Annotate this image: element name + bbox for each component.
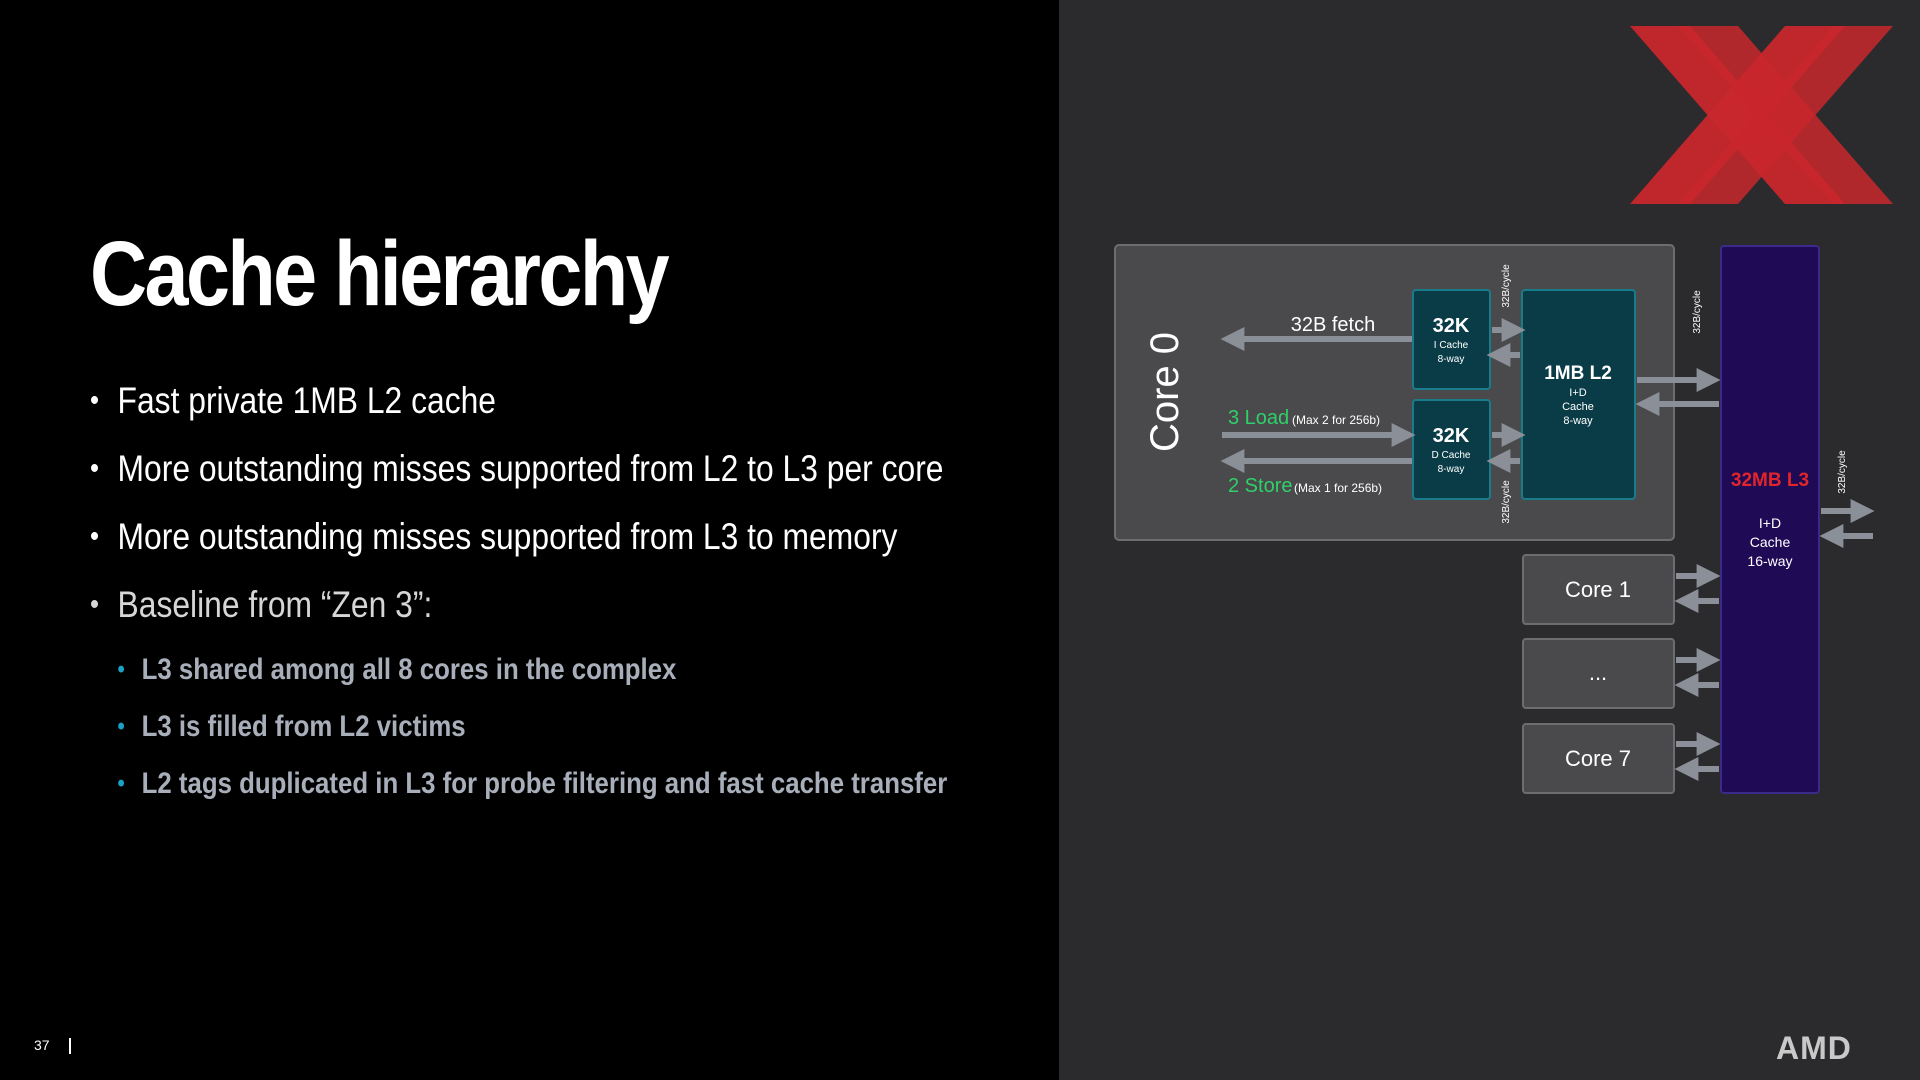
bullet-item: • More outstanding misses supported from … — [90, 514, 1036, 582]
l2-box — [1521, 289, 1636, 500]
bullet-dot: • — [90, 588, 100, 621]
sub-bullet-text: L2 tags duplicated in L3 for probe filte… — [141, 767, 948, 800]
l2-line2: Cache — [1562, 401, 1594, 413]
bullet-item: • More outstanding misses supported from … — [90, 446, 1036, 514]
slide-title: Cache hierarchy — [90, 223, 670, 325]
page-number: 37 — [34, 1037, 50, 1053]
bullet-text: Baseline from “Zen 3”: — [117, 584, 433, 625]
amd-logo: AMD — [1776, 1030, 1852, 1066]
bullet-text: More outstanding misses supported from L… — [117, 448, 944, 489]
load-label: 3 Load — [1228, 407, 1289, 429]
dcache-line1: D Cache — [1432, 450, 1471, 461]
bullet-text: More outstanding misses supported from L… — [117, 516, 898, 557]
bandwidth-label-l2-l3: 32B/cycle — [1692, 290, 1703, 334]
sub-bullet-item: • L3 is filled from L2 victims — [90, 707, 1036, 764]
sub-bullet-dot: • — [117, 656, 125, 683]
load-note: (Max 2 for 256b) — [1292, 413, 1380, 427]
dcache-line2: 8-way — [1438, 464, 1465, 475]
l3-line2: Cache — [1750, 534, 1791, 550]
core1-label: Core 1 — [1565, 577, 1631, 602]
core7-box — [1522, 723, 1675, 794]
core1-box — [1522, 554, 1675, 625]
l2-line3: 8-way — [1563, 415, 1593, 427]
bandwidth-label-top: 32B/cycle — [1501, 264, 1512, 308]
sub-bullet-item: • L2 tags duplicated in L3 for probe filt… — [90, 764, 1036, 821]
bullet-item: • Fast private 1MB L2 cache — [90, 378, 1036, 446]
sub-bullet-dot: • — [117, 713, 125, 740]
core0-label: Core 0 — [1143, 332, 1187, 452]
left-panel — [0, 0, 1059, 1080]
page-divider — [69, 1038, 71, 1054]
store-label: 2 Store — [1228, 475, 1292, 497]
icache-line2: 8-way — [1438, 354, 1465, 365]
l2-size: 1MB L2 — [1544, 363, 1612, 384]
bullet-dot: • — [90, 384, 100, 417]
core-ellipsis-label: ... — [1589, 660, 1607, 685]
l3-box — [1720, 245, 1820, 794]
fetch-label: 32B fetch — [1291, 314, 1376, 336]
store-note: (Max 1 for 256b) — [1294, 481, 1382, 495]
sub-bullet-text: L3 is filled from L2 victims — [141, 710, 466, 743]
bullet-text: Fast private 1MB L2 cache — [117, 380, 497, 421]
icache-box — [1412, 289, 1491, 390]
bullet-list: • Fast private 1MB L2 cache • More outstan… — [90, 378, 1036, 821]
core7-label: Core 7 — [1565, 746, 1631, 771]
icache-line1: I Cache — [1434, 340, 1469, 351]
l3-size: 32MB L3 — [1731, 470, 1809, 491]
bullet-dot: • — [90, 452, 100, 485]
bandwidth-label-bottom: 32B/cycle — [1501, 480, 1512, 524]
sub-bullet-item: • L3 shared among all 8 cores in the comp… — [90, 650, 1036, 707]
bandwidth-label-l3-memory: 32B/cycle — [1837, 450, 1848, 494]
dcache-size: 32K — [1433, 425, 1470, 447]
core-ellipsis-box — [1522, 638, 1675, 709]
l3-line1: I+D — [1759, 515, 1781, 531]
bullet-dot: • — [90, 520, 100, 553]
zen4-emblem — [1630, 26, 1893, 204]
sub-bullet-text: L3 shared among all 8 cores in the compl… — [141, 653, 677, 686]
l2-line1: I+D — [1569, 387, 1586, 399]
l3-line3: 16-way — [1747, 553, 1792, 569]
sub-bullet-dot: • — [117, 770, 125, 797]
icache-size: 32K — [1433, 315, 1470, 337]
bullet-item: • Baseline from “Zen 3”: — [90, 582, 1036, 650]
